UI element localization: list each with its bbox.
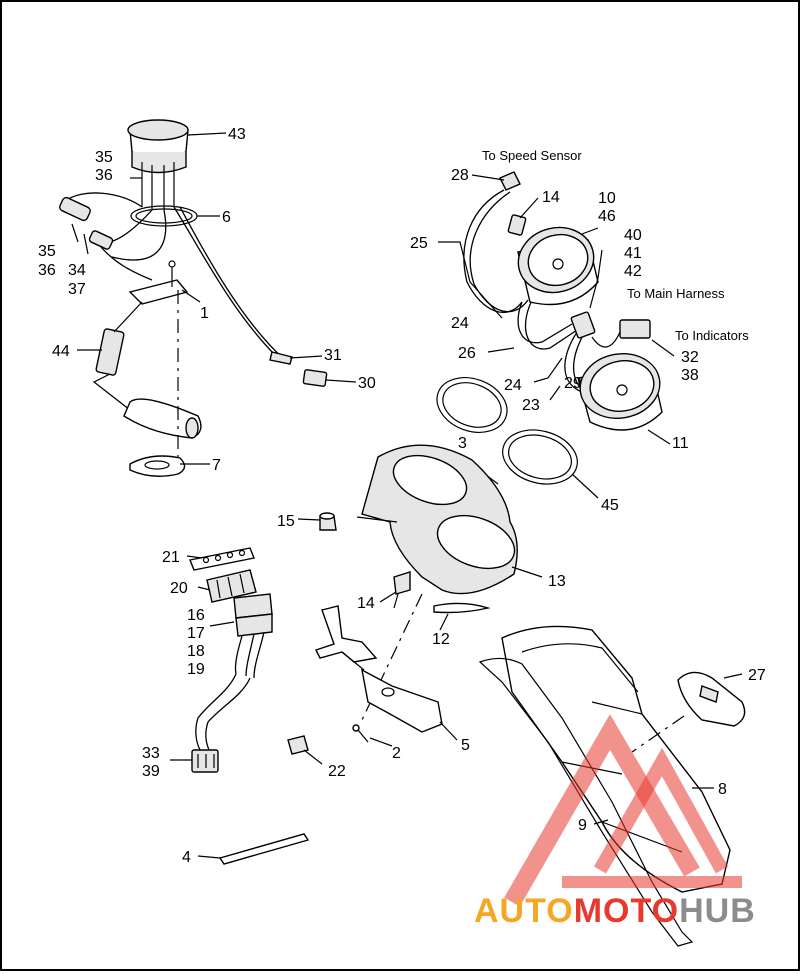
gauge-ring-45 — [502, 429, 578, 485]
label-14-top: 14 — [542, 189, 560, 206]
label-43: 43 — [228, 126, 246, 143]
gasket-6 — [130, 205, 198, 227]
label-33: 33 — [142, 745, 160, 762]
label-18: 18 — [187, 643, 205, 660]
grommet-15 — [319, 512, 337, 531]
label-11: 11 — [672, 435, 689, 452]
label-28: 28 — [451, 167, 469, 184]
centerline-right — [631, 715, 685, 753]
label-15: 15 — [277, 513, 295, 530]
label-41: 41 — [624, 245, 642, 262]
gasket-7 — [129, 455, 186, 477]
watermark-text-auto: AUTO — [474, 892, 574, 930]
watermark-logo: AUTOMOTOHUB — [474, 714, 756, 930]
console-gasket-9 — [478, 657, 694, 947]
label-22: 22 — [328, 763, 346, 780]
label-36-left: 36 — [38, 262, 56, 279]
tachometer-11 — [577, 353, 663, 431]
cable-tie-4 — [218, 833, 310, 865]
label-21: 21 — [162, 549, 180, 566]
terminals-16-19 — [233, 593, 273, 679]
label-1: 1 — [200, 305, 209, 322]
label-8: 8 — [718, 781, 727, 798]
label-7: 7 — [212, 457, 221, 474]
sender-wiring — [59, 192, 288, 363]
label-13: 13 — [548, 573, 566, 590]
part-numbers: 43 35 36 6 35 36 34 37 1 44 31 30 7 28 1… — [38, 126, 766, 866]
label-32: 32 — [681, 349, 699, 366]
connector-30 — [302, 369, 328, 387]
mounting-bracket-5 — [315, 605, 443, 733]
label-2: 2 — [392, 745, 401, 762]
label-40: 40 — [624, 227, 642, 244]
label-36-top: 36 — [95, 167, 113, 184]
label-45: 45 — [601, 497, 619, 514]
clamp-14-lower — [393, 571, 411, 609]
label-12: 12 — [432, 631, 450, 648]
badge-27 — [677, 671, 746, 727]
clip-22 — [287, 735, 309, 755]
watermark-text-moto: MOTO — [574, 892, 679, 930]
label-34: 34 — [68, 262, 86, 279]
watermark-text-hub: HUB — [679, 892, 756, 930]
label-17: 17 — [187, 625, 205, 642]
label-46: 46 — [598, 208, 616, 225]
screw-2 — [352, 724, 369, 743]
label-14-bottom: 14 — [357, 595, 375, 612]
float — [123, 398, 202, 439]
note-indicators: To Indicators — [675, 328, 749, 343]
label-19: 19 — [187, 661, 205, 678]
label-39: 39 — [142, 763, 160, 780]
note-main-harness: To Main Harness — [627, 286, 725, 301]
label-10: 10 — [598, 190, 616, 207]
label-5: 5 — [461, 737, 470, 754]
label-35-top: 35 — [95, 149, 113, 166]
terminal-31 — [269, 351, 293, 365]
trim-strip-12 — [433, 602, 491, 614]
label-3: 3 — [458, 435, 467, 452]
leader-lines — [71, 132, 743, 859]
speedometer-10 — [517, 226, 599, 306]
label-37: 37 — [68, 281, 86, 298]
label-9: 9 — [578, 817, 587, 834]
harness-33 — [191, 673, 251, 773]
label-38: 38 — [681, 367, 699, 384]
watermark-text: AUTOMOTOHUB — [474, 892, 756, 930]
label-31: 31 — [324, 347, 342, 364]
connector-body-20 — [206, 569, 257, 603]
label-24-top: 24 — [451, 315, 469, 332]
indicator-connector-32 — [591, 319, 651, 348]
fuel-gauge-cap-43 — [127, 119, 189, 210]
label-20: 20 — [170, 580, 188, 597]
label-26: 26 — [458, 345, 476, 362]
label-35-left: 35 — [38, 243, 56, 260]
label-29: 29 — [564, 375, 582, 392]
speed-sensor-connector-28 — [499, 171, 521, 191]
label-23: 23 — [522, 397, 540, 414]
mounting-bracket-1 — [128, 260, 189, 305]
label-6: 6 — [222, 209, 231, 226]
label-44: 44 — [52, 343, 70, 360]
note-speed-sensor: To Speed Sensor — [482, 148, 582, 163]
label-24-bottom: 24 — [504, 377, 522, 394]
main-harness-connector-40 — [570, 311, 596, 339]
watermark-triangle-inner — [593, 747, 729, 874]
seal-21 — [189, 547, 255, 571]
gauge-housing-13 — [356, 444, 518, 595]
speedometer-wiring — [463, 189, 593, 398]
watermark-triangle-outer — [504, 714, 700, 907]
label-42: 42 — [624, 263, 642, 280]
fuel-level-sender-44 — [92, 301, 143, 411]
label-16: 16 — [187, 607, 205, 624]
label-30: 30 — [358, 375, 376, 392]
label-25: 25 — [410, 235, 428, 252]
label-4: 4 — [182, 849, 191, 866]
gauge-ring-23 — [436, 377, 508, 433]
label-27: 27 — [748, 667, 766, 684]
connector-14-top — [507, 214, 527, 236]
